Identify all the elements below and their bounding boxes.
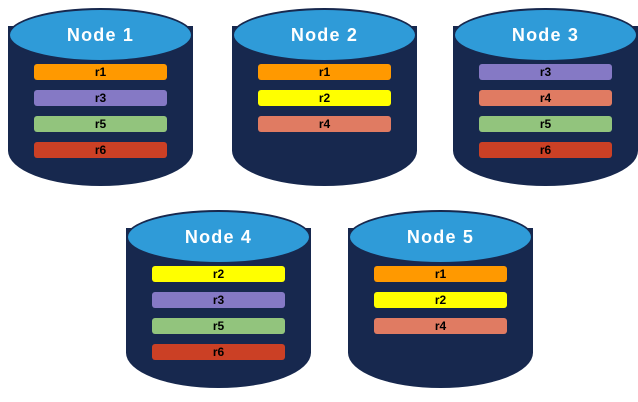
replica-bar-r5[interactable]: r5: [151, 318, 286, 334]
replica-bar-r6[interactable]: r6: [478, 142, 613, 158]
replica-bar-r6[interactable]: r6: [33, 142, 168, 158]
replica-bar-r6[interactable]: r6: [151, 344, 286, 360]
node-cylinder-2[interactable]: Node 2 r1 r2 r4: [232, 8, 417, 186]
replica-bar-r4[interactable]: r4: [373, 318, 508, 334]
node-label-4: Node 4: [184, 226, 253, 247]
replica-bar-r3[interactable]: r3: [33, 90, 168, 106]
replica-bar-r2[interactable]: r2: [257, 90, 392, 106]
replica-bar-r4[interactable]: r4: [257, 116, 392, 132]
replica-bar-r1[interactable]: r1: [33, 64, 168, 80]
node-cylinder-3[interactable]: Node 3 r3 r4 r5 r6: [453, 8, 638, 186]
replica-bar-r3[interactable]: r3: [151, 292, 286, 308]
node-top-ellipse-5: [348, 210, 533, 264]
node-top-ellipse-4: [126, 210, 311, 264]
node-label-3: Node 3: [511, 24, 580, 45]
node-label-5: Node 5: [406, 226, 475, 247]
node-top-ellipse-1: [8, 8, 193, 62]
replica-bar-r4[interactable]: r4: [478, 90, 613, 106]
node-cylinder-5[interactable]: Node 5 r1 r2 r4: [348, 210, 533, 388]
replica-bar-r2[interactable]: r2: [373, 292, 508, 308]
replica-bar-r5[interactable]: r5: [478, 116, 613, 132]
node-label-1: Node 1: [66, 24, 135, 45]
node-label-2: Node 2: [290, 24, 359, 45]
replica-bar-r2[interactable]: r2: [151, 266, 286, 282]
node-cylinder-1[interactable]: Node 1 r1 r3 r5 r6: [8, 8, 193, 186]
replica-bar-r3[interactable]: r3: [478, 64, 613, 80]
node-cylinder-4[interactable]: Node 4 r2 r3 r5 r6: [126, 210, 311, 388]
replica-stack-4: r2 r3 r5 r6: [126, 266, 311, 360]
replica-bar-r1[interactable]: r1: [257, 64, 392, 80]
node-top-ellipse-2: [232, 8, 417, 62]
replica-bar-r1[interactable]: r1: [373, 266, 508, 282]
replica-bar-r5[interactable]: r5: [33, 116, 168, 132]
node-top-ellipse-3: [453, 8, 638, 62]
replica-stack-5: r1 r2 r4: [348, 266, 533, 334]
replica-stack-1: r1 r3 r5 r6: [8, 64, 193, 158]
replica-stack-3: r3 r4 r5 r6: [453, 64, 638, 158]
replica-stack-2: r1 r2 r4: [232, 64, 417, 132]
